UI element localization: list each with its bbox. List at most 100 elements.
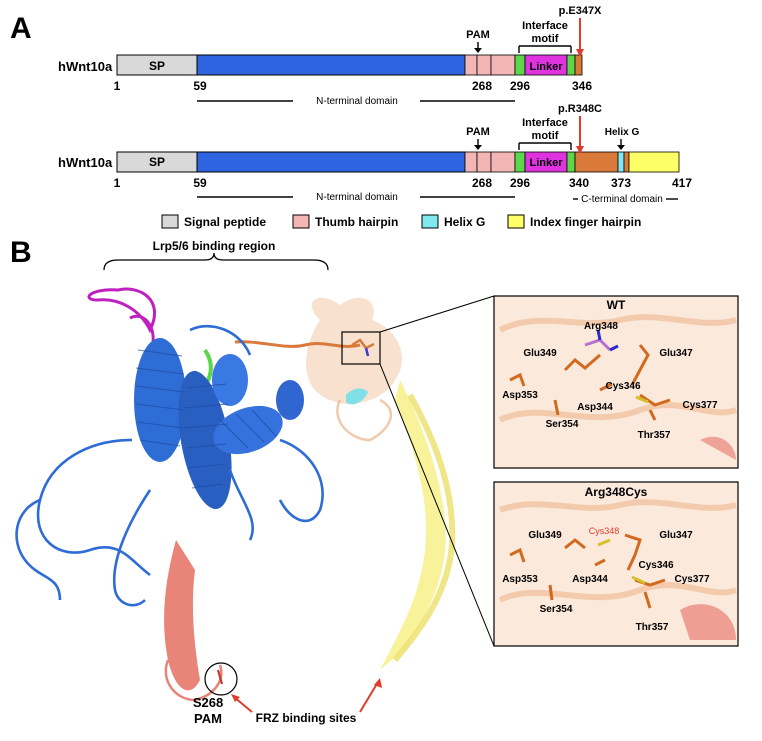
track1-interface-left [514, 54, 526, 76]
track1-mutation-label: p.E347X [559, 5, 602, 17]
track2-thumb-b [476, 151, 492, 173]
track2-sp-label: SP [149, 155, 165, 169]
track1-thumb-b [476, 54, 492, 76]
blue-loop-left [36, 438, 151, 577]
track1-pos-1: 1 [114, 79, 121, 93]
track1-thumb-a [464, 54, 478, 76]
index-finger-hairpin [380, 380, 446, 670]
zoom-line-bottom [379, 363, 495, 647]
track1-n-domain-label: N-terminal domain [316, 96, 398, 107]
inset-mut-res-glu347: Glu347 [659, 530, 693, 541]
legend-swatch-3 [507, 214, 525, 229]
inset-mut-res-cys377: Cys377 [674, 574, 709, 585]
blue-loop-bottom [112, 489, 152, 607]
track1-interface-label-2: motif [532, 33, 559, 45]
inset-wt-res-ser354: Ser354 [546, 419, 579, 430]
track1-pos-59: 59 [193, 79, 207, 93]
helix-3 [213, 405, 283, 455]
frz-label: FRZ binding sites [256, 711, 357, 725]
legend: Signal peptide Thumb hairpin Helix G Ind… [161, 214, 641, 229]
inset-wt-res-glu347: Glu347 [659, 348, 693, 359]
track2-n-domain-label: N-terminal domain [316, 192, 398, 203]
frz-arrowhead-right [374, 678, 382, 688]
track1-linker-label: Linker [529, 61, 563, 73]
frz-arrow-right [359, 681, 379, 713]
track2-pam-label: PAM [466, 126, 490, 138]
inset-mut-res-asp344: Asp344 [572, 574, 608, 585]
inset-wt-ribbon-1 [498, 314, 737, 333]
s268-label-2: PAM [194, 711, 222, 726]
zoom-line-top [379, 295, 495, 333]
track2-protein-name: hWnt10a [58, 155, 113, 170]
track1-pam-label: PAM [466, 29, 490, 41]
inset-mut-res-ser354: Ser354 [540, 604, 573, 615]
protein-structure [15, 287, 495, 702]
inset-wt-disulfide [635, 395, 649, 404]
inset-wt-res-asp353: Asp353 [502, 390, 538, 401]
inset-wt-res-cys377: Cys377 [682, 400, 717, 411]
track1-n-domain [196, 54, 466, 76]
track2-pos-373: 373 [611, 176, 631, 190]
panel-b-letter: B [10, 236, 32, 269]
track2-n-domain [196, 151, 466, 173]
track1-bar [116, 54, 583, 76]
zoom-box [341, 331, 381, 365]
legend-label-2: Helix G [444, 215, 485, 229]
c-term-surface [306, 297, 402, 404]
panel-a-letter: A [10, 12, 32, 45]
frz-arrowhead-left [231, 694, 240, 702]
inset-mut-ribbon-3 [680, 604, 736, 640]
track2-pos-1: 1 [114, 176, 121, 190]
blue-loop-right [278, 438, 324, 523]
track2-pos-296: 296 [510, 176, 530, 190]
inset-wt-arg-n [596, 329, 619, 352]
legend-label-3: Index finger hairpin [530, 215, 641, 229]
index-finger-strand [392, 393, 456, 662]
inset-mut-cys348 [597, 538, 611, 547]
lrp-brace [103, 252, 329, 271]
track1-pos-346: 346 [572, 79, 592, 93]
track1-pam-arrowhead [474, 48, 482, 53]
inset-mut-ribbon-1 [498, 499, 737, 513]
track2-thumb-c [490, 151, 516, 173]
track2-mutation-label: p.R348C [558, 103, 602, 115]
inset-mut-res-cys348: Cys348 [589, 526, 620, 536]
arg348-sticks [351, 338, 375, 357]
lrp-binding-label: Lrp5/6 binding region [153, 239, 276, 253]
inset-mut-sticks [509, 533, 666, 609]
helix-2 [178, 370, 232, 510]
inset-mut-res-thr357: Thr357 [636, 622, 669, 633]
n-terminal-helices [134, 338, 304, 510]
helix-ridges [135, 349, 277, 489]
track2-mutation-arrowhead [576, 146, 584, 154]
inset-mut-disulfide [631, 575, 646, 585]
track2-interface-right [566, 151, 576, 173]
track1-pos-268: 268 [472, 79, 492, 93]
blue-loop-top [189, 324, 252, 356]
inset-wt-title: WT [607, 298, 626, 312]
track1-mutation-arrowhead [576, 49, 584, 57]
s268-label-1: S268 [193, 695, 223, 710]
track1-interface-right [566, 54, 576, 76]
inset-mut-res-cys346: Cys346 [638, 560, 673, 571]
track2-pam-arrowhead [474, 145, 482, 150]
legend-swatch-2 [421, 214, 439, 229]
track2-index-finger [628, 151, 680, 173]
track2-helix-label: Helix G [605, 127, 640, 138]
inset-mut-ribbon-2 [498, 582, 738, 603]
c-term-loop [336, 398, 392, 442]
track2-pos-417: 417 [672, 176, 692, 190]
track2-helix-g [617, 151, 625, 173]
helix-g-structure [346, 388, 368, 405]
inset-wt-sticks [509, 344, 671, 421]
track2-interface-label-2: motif [532, 130, 559, 142]
track1-pos-296: 296 [510, 79, 530, 93]
inset-mut-res-glu349: Glu349 [528, 530, 562, 541]
legend-label-0: Signal peptide [184, 215, 266, 229]
track2-pos-59: 59 [193, 176, 207, 190]
inset-wt [493, 295, 739, 469]
track2-interface-label-1: Interface [522, 117, 568, 129]
blue-loop-mid [228, 469, 255, 541]
legend-label-1: Thumb hairpin [315, 215, 398, 229]
track2-bar [116, 151, 680, 173]
